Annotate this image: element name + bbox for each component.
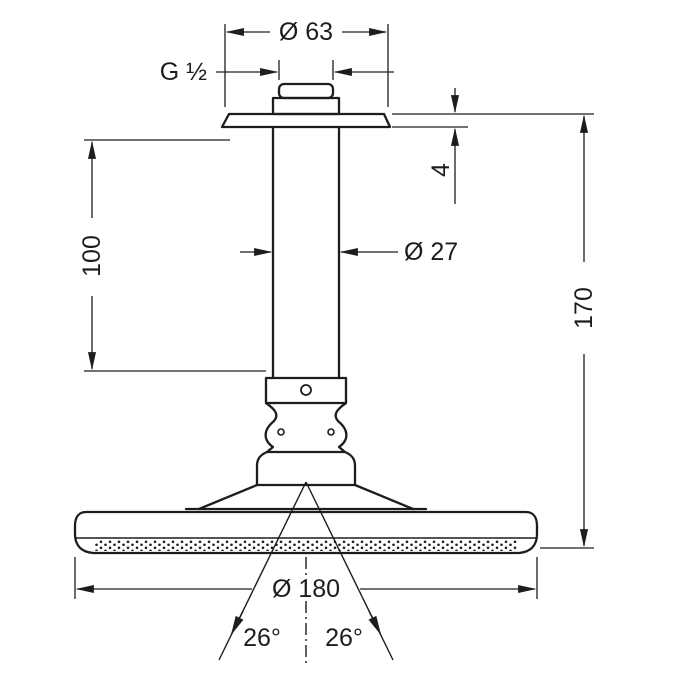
set-screw bbox=[300, 384, 312, 396]
dim-label-spray-angle-left: 26° bbox=[243, 624, 281, 652]
mounting-plate bbox=[220, 112, 392, 129]
dim-label-spray-angle-right: 26° bbox=[325, 624, 363, 652]
pipe-collar bbox=[264, 376, 348, 405]
dim-label-dia180: Ø 180 bbox=[272, 575, 340, 603]
dimension-lines bbox=[75, 27, 589, 594]
spray-cone bbox=[218, 481, 394, 667]
dim-label-dia27: Ø 27 bbox=[404, 238, 458, 266]
thread-connector-cap bbox=[277, 82, 335, 100]
spray-nozzle-pattern bbox=[95, 540, 517, 551]
spray-arrow-right bbox=[368, 610, 382, 636]
dim-label-plate-height: 4 bbox=[427, 163, 455, 177]
ball-joint-left bbox=[264, 401, 278, 454]
ball-pivot-left bbox=[277, 428, 285, 436]
dim-label-thread: G ½ bbox=[160, 58, 207, 86]
head-cone-left bbox=[197, 483, 259, 511]
dim-label-pipe-length: 100 bbox=[78, 235, 106, 277]
dimension-labels: Ø 63 G ½ 4 Ø 27 100 170 Ø 180 26° 26° bbox=[78, 18, 598, 652]
dim-label-dia63: Ø 63 bbox=[279, 18, 333, 46]
socket-hub bbox=[255, 450, 357, 487]
dim-label-overall-height: 170 bbox=[570, 287, 598, 329]
spray-arrow-left bbox=[230, 610, 244, 636]
ball-pivot-right bbox=[327, 428, 335, 436]
extension-lines bbox=[74, 24, 594, 599]
shower-head-disk bbox=[73, 510, 539, 555]
ball-joint-right bbox=[334, 401, 348, 454]
thread-connector-body bbox=[271, 96, 341, 116]
fixture-outline bbox=[73, 82, 539, 555]
head-cone-right bbox=[353, 483, 415, 511]
